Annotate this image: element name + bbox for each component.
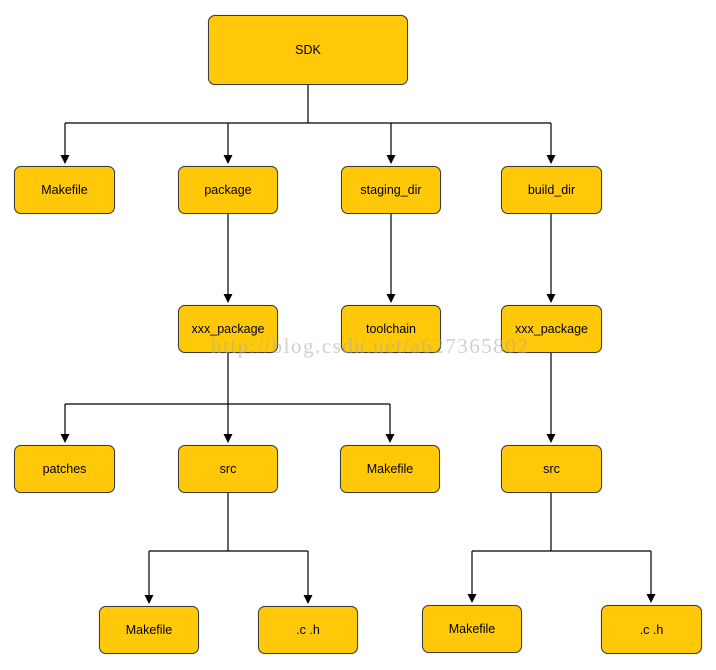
node-makefile-mid: Makefile — [340, 445, 440, 493]
node-sdk: SDK — [208, 15, 408, 85]
node-build-dir: build_dir — [501, 166, 602, 214]
node-xxx-package-right: xxx_package — [501, 305, 602, 353]
node-toolchain: toolchain — [341, 305, 441, 353]
node-xxx-package-left: xxx_package — [178, 305, 278, 353]
node-ch-bottom-left: .c .h — [258, 606, 358, 654]
node-makefile-bottom-left: Makefile — [99, 606, 199, 654]
node-patches: patches — [14, 445, 115, 493]
node-package: package — [178, 166, 278, 214]
node-makefile-bottom-right: Makefile — [422, 605, 522, 653]
node-staging-dir: staging_dir — [341, 166, 441, 214]
node-src-right: src — [501, 445, 602, 493]
node-makefile-top: Makefile — [14, 166, 115, 214]
node-src-left: src — [178, 445, 278, 493]
node-ch-bottom-right: .c .h — [601, 605, 702, 654]
